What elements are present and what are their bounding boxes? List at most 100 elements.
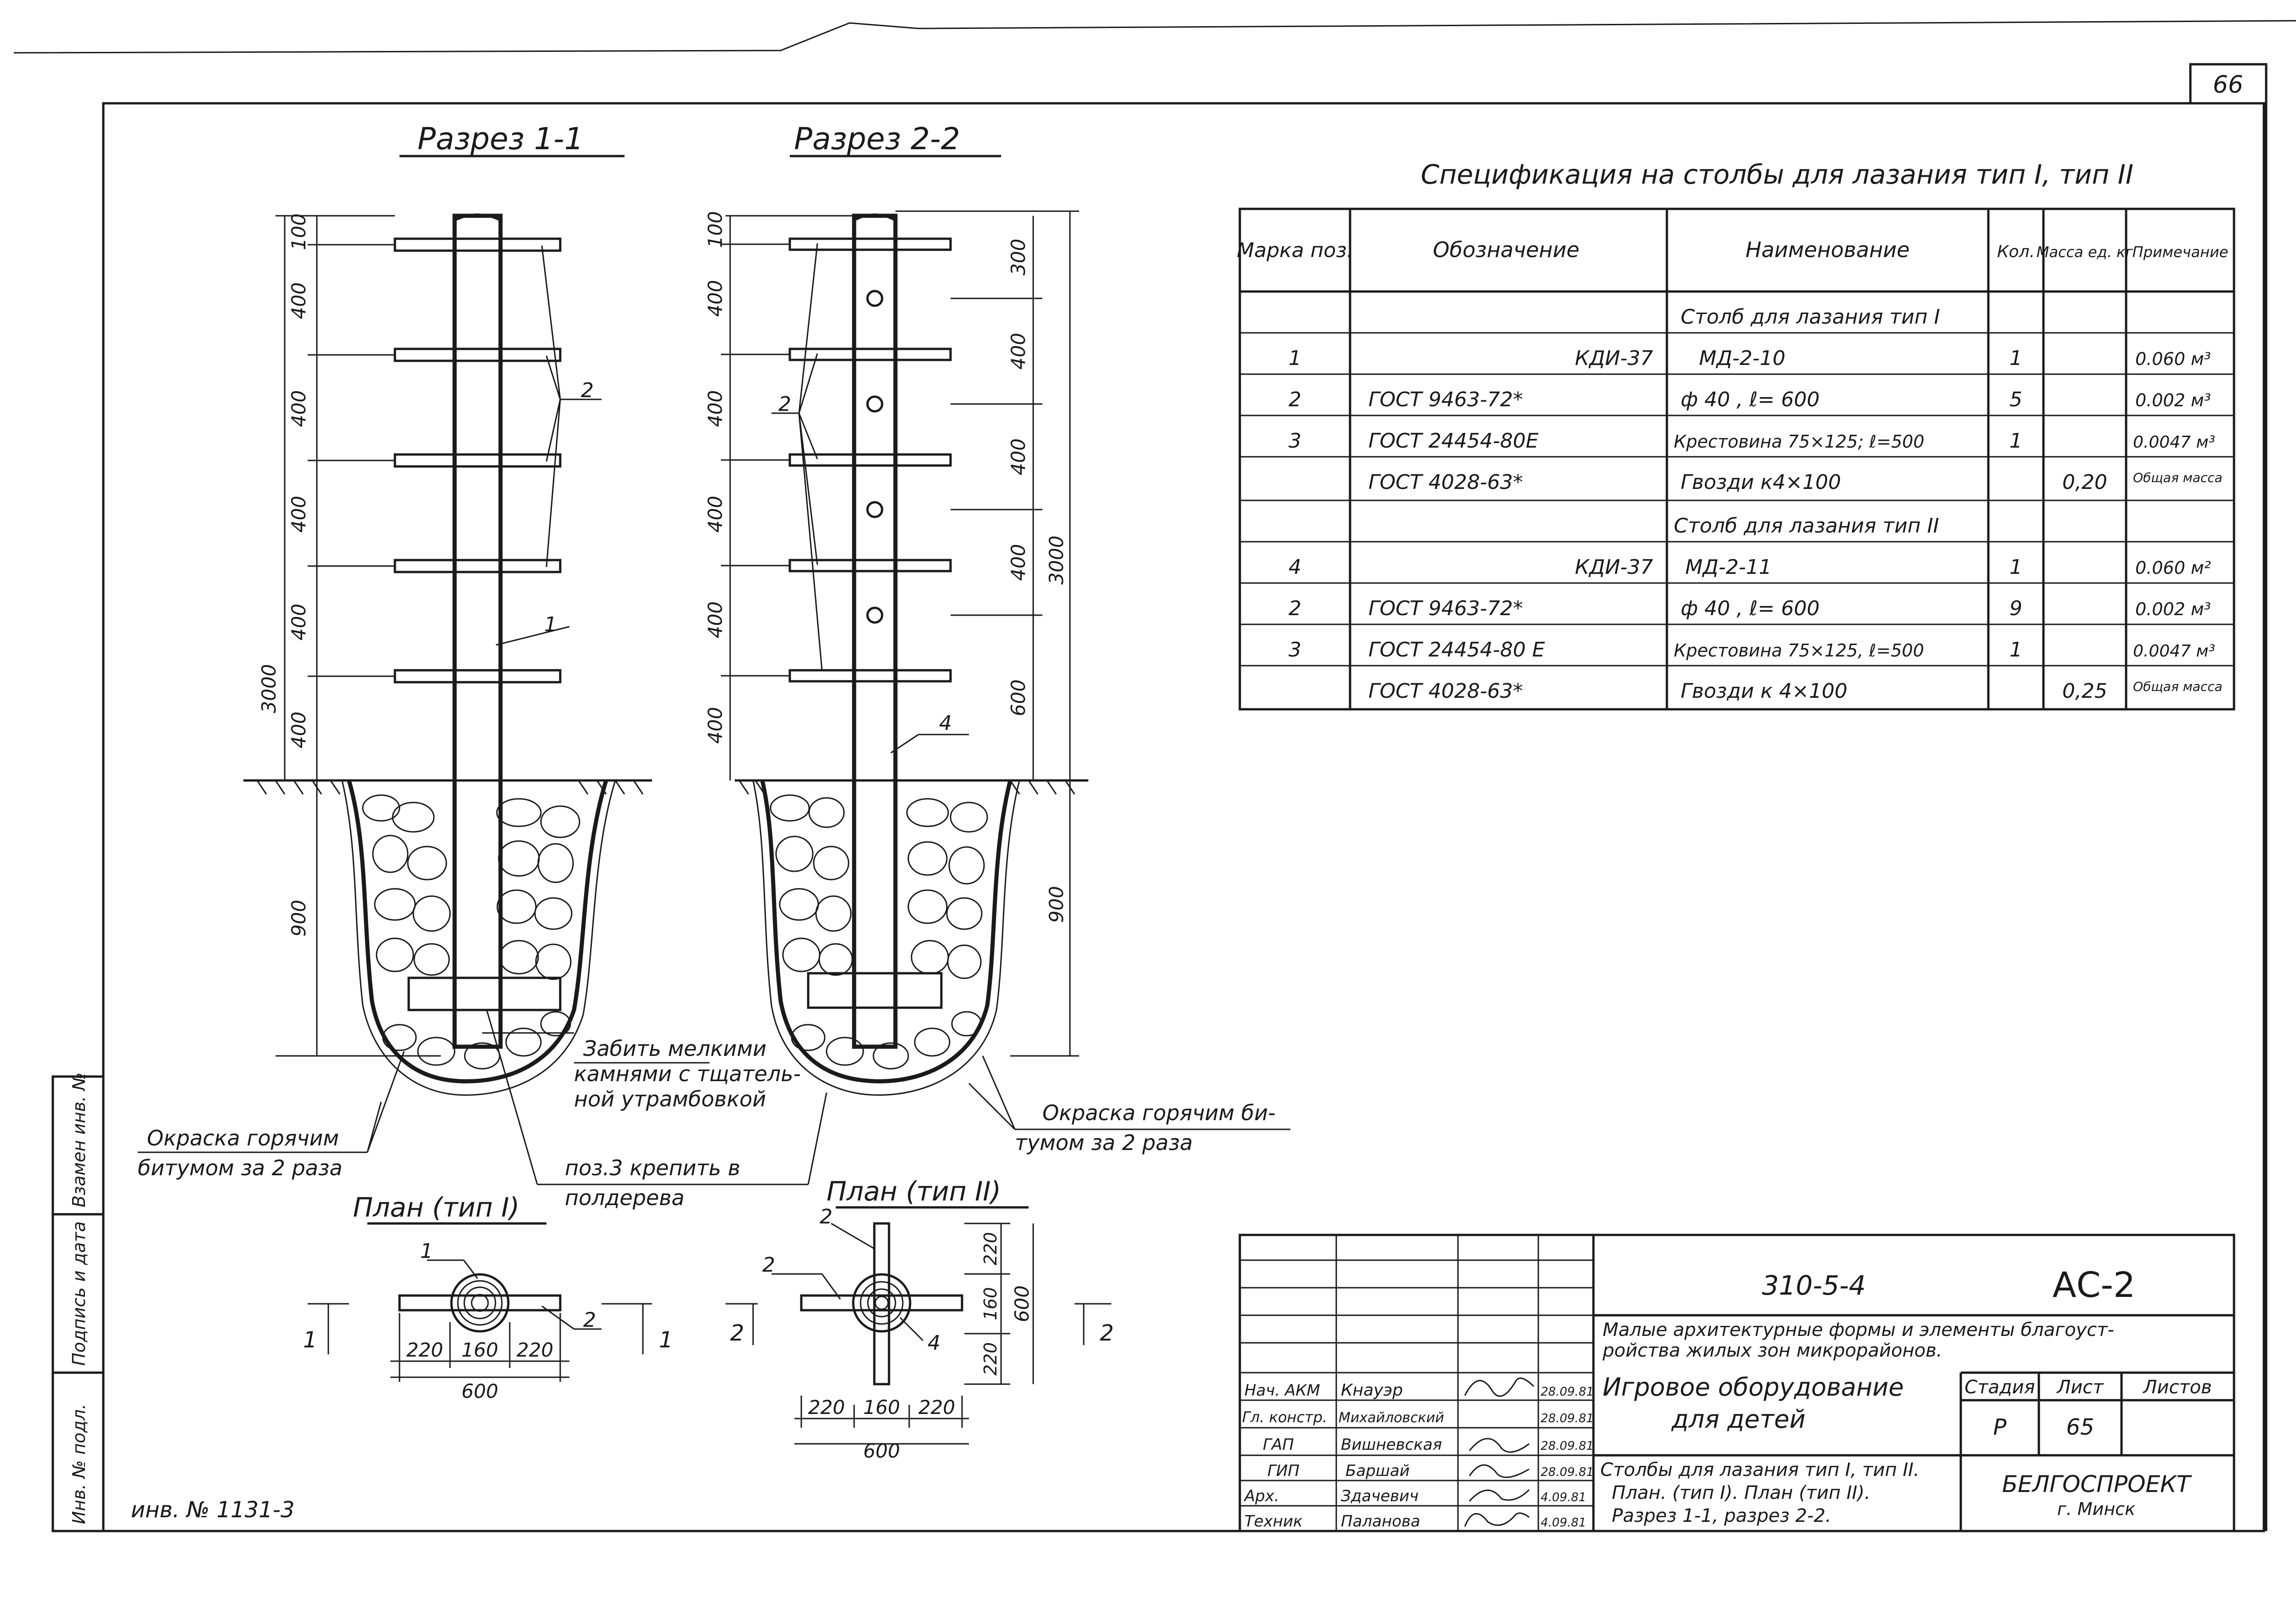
rungs-2 xyxy=(788,237,952,683)
post-2 xyxy=(852,213,898,1049)
signer-date: 28.09.81 xyxy=(1541,1385,1594,1399)
spec-header-designation: Обозначение xyxy=(1433,237,1579,262)
spec-cell-designation: ГОСТ 24454-80 Е xyxy=(1368,638,1545,662)
object-line-2: для детей xyxy=(1671,1405,1806,1434)
spec-cell-pos: 1 xyxy=(1289,347,1301,370)
page-number: 66 xyxy=(2213,71,2243,99)
sheet-code: АС-2 xyxy=(2053,1264,2136,1305)
sheet-label: Лист xyxy=(2056,1377,2104,1398)
dim-400-a: 400 xyxy=(287,282,310,319)
spec-cell-name: Крестовина 75×125; ℓ=500 xyxy=(1674,432,1925,452)
signer-date: 4.09.81 xyxy=(1541,1491,1586,1504)
section-2-2-title: Разрез 2-2 xyxy=(794,121,960,157)
signer-role: Техник xyxy=(1244,1512,1303,1531)
stone-fill-2 xyxy=(770,794,988,1070)
signer-name: Паланова xyxy=(1341,1512,1420,1531)
doc-code: 310-5-4 xyxy=(1762,1270,1866,1301)
plan2-dimv-160: 160 xyxy=(980,1287,1001,1321)
signer-name: Вишневская xyxy=(1341,1436,1442,1454)
signer-row-1: Гл. констр. Михайловский 28.09.81 xyxy=(1242,1408,1594,1426)
spec-cell-note: 0.002 м³ xyxy=(2135,390,2211,410)
drawing-title-3: Разрез 1-1, разрез 2-2. xyxy=(1612,1505,1831,1526)
pos2-2-label: 2 xyxy=(778,393,791,416)
section-1-1-title: Разрез 1-1 xyxy=(417,121,584,157)
signer-role: Гл. констр. xyxy=(1242,1408,1327,1426)
spec-row-8: 3 ГОСТ 24454-80 Е Крестовина 75×125, ℓ=5… xyxy=(1289,638,2215,662)
spec-cell-name: Столб для лазания тип I xyxy=(1681,305,1940,329)
spec-header-pos: Марка поз. xyxy=(1237,239,1353,262)
dim2-400-e: 400 xyxy=(704,707,726,744)
spec-row-7: 2 ГОСТ 9463-72* ф 40 , ℓ= 600 9 0.002 м³ xyxy=(1289,597,2211,620)
spec-grid xyxy=(1238,208,2235,711)
plan2-dim-160: 160 xyxy=(863,1396,900,1419)
spec-cell-name: Крестовина 75×125, ℓ=500 xyxy=(1674,640,1924,661)
stone-fill xyxy=(362,794,580,1070)
spec-cell-designation: ГОСТ 9463-72* xyxy=(1368,388,1523,411)
signer-row-2: ГАП Вишневская 28.09.81 xyxy=(1263,1436,1594,1454)
dim2r-600: 600 xyxy=(1007,679,1030,716)
spec-cell-qty: 1 xyxy=(2009,638,2022,662)
spec-row-0: Столб для лазания тип I xyxy=(1681,305,1940,329)
signer-role: Нач. АКМ xyxy=(1244,1381,1320,1400)
spec-header-note: Примечание xyxy=(2133,243,2228,261)
dim2r-400-b: 400 xyxy=(1007,438,1030,475)
spec-cell-note: 0.0047 м³ xyxy=(2133,433,2215,452)
note-fasten-1: поз.3 крепить в xyxy=(565,1156,740,1180)
plan2-dim-220-b: 220 xyxy=(918,1396,955,1419)
specification: Спецификация на столбы для лазания тип I… xyxy=(1237,159,2235,711)
signer-role: Арх. xyxy=(1244,1487,1279,1505)
dim-400-b: 400 xyxy=(287,390,310,427)
dim-400-d: 400 xyxy=(287,604,310,640)
spec-cell-qty: 5 xyxy=(2009,388,2022,411)
signer-date: 28.09.81 xyxy=(1541,1439,1594,1453)
spec-header-mass: Масса ед. кг xyxy=(2037,243,2133,261)
spec-cell-designation: КДИ-37 xyxy=(1575,347,1653,370)
pos-1-label: 1 xyxy=(544,613,557,636)
pos-2-label: 2 xyxy=(581,379,594,402)
spec-row-1: 1 КДИ-37 МД-2-10 1 0.060 м³ xyxy=(1289,347,2211,370)
spec-row-5: Столб для лазания тип II xyxy=(1674,514,1939,538)
spec-cell-qty: 9 xyxy=(2009,597,2022,620)
spec-cell-note: 0.0047 м³ xyxy=(2133,642,2215,661)
spec-cell-pos: 2 xyxy=(1289,388,1301,411)
plan-type-1: План (тип I) 1 2 220 160 220 600 1 xyxy=(303,1192,673,1402)
spec-row-9: ГОСТ 4028-63* Гвозди к 4×100 0,25 Общая … xyxy=(1368,679,2223,703)
spec-cell-note: 0.060 м² xyxy=(2135,558,2211,578)
plan1-dim-600: 600 xyxy=(461,1380,498,1402)
spec-cell-designation: КДИ-37 xyxy=(1575,555,1653,579)
spec-cell-designation: ГОСТ 4028-63* xyxy=(1368,471,1523,494)
signer-date: 28.09.81 xyxy=(1541,1465,1594,1479)
dim2r-900: 900 xyxy=(1045,886,1068,923)
plan2-cut-left: 2 xyxy=(730,1320,744,1346)
plan2-dimv-220-b: 220 xyxy=(980,1342,1001,1376)
dim2r-400-a: 400 xyxy=(1007,333,1030,370)
project-line-2: ройства жилых зон микрорайонов. xyxy=(1602,1340,1942,1361)
spec-cell-pos: 3 xyxy=(1289,638,1301,662)
side-stamp: Инв. № подл. Подпись и дата Взамен инв. … xyxy=(51,1072,105,1532)
sheets-label: Листов xyxy=(2142,1377,2212,1398)
dim2-400-c: 400 xyxy=(704,496,726,533)
signer-row-4: Арх. Здачевич 4.09.81 xyxy=(1244,1487,1586,1505)
rungs-1 xyxy=(394,237,562,684)
section-2-2: Разрез 2-2 xyxy=(704,121,1088,1096)
spec-cell-designation: ГОСТ 9463-72* xyxy=(1368,597,1523,620)
signer-name: Здачевич xyxy=(1341,1487,1418,1505)
foundation-pit xyxy=(347,780,608,1083)
plan-type-2: План (тип II) xyxy=(726,1176,1114,1462)
plan1-cut-left: 1 xyxy=(303,1327,317,1353)
signer-role: ГАП xyxy=(1263,1436,1294,1454)
signer-role: ГИП xyxy=(1267,1462,1300,1480)
signer-date: 4.09.81 xyxy=(1541,1516,1586,1530)
stage-label: Стадия xyxy=(1964,1377,2035,1398)
note-fasten-2: полдерева xyxy=(565,1185,685,1210)
note-fill-stones-3: ной утрамбовкой xyxy=(574,1087,766,1111)
spec-cell-designation: ГОСТ 4028-63* xyxy=(1368,679,1523,703)
spec-cell-mass: 0,20 xyxy=(2062,471,2107,494)
spec-cell-qty: 1 xyxy=(2009,555,2022,579)
section-1-dims xyxy=(276,215,441,1057)
plan-1-title: План (тип I) xyxy=(353,1192,520,1223)
dim2r-300: 300 xyxy=(1007,239,1030,275)
plan1-dim-220-b: 220 xyxy=(517,1339,553,1361)
drawing-title-1: Столбы для лазания тип I, тип II. xyxy=(1600,1459,1919,1481)
foundation-pit-2 xyxy=(760,780,1013,1083)
